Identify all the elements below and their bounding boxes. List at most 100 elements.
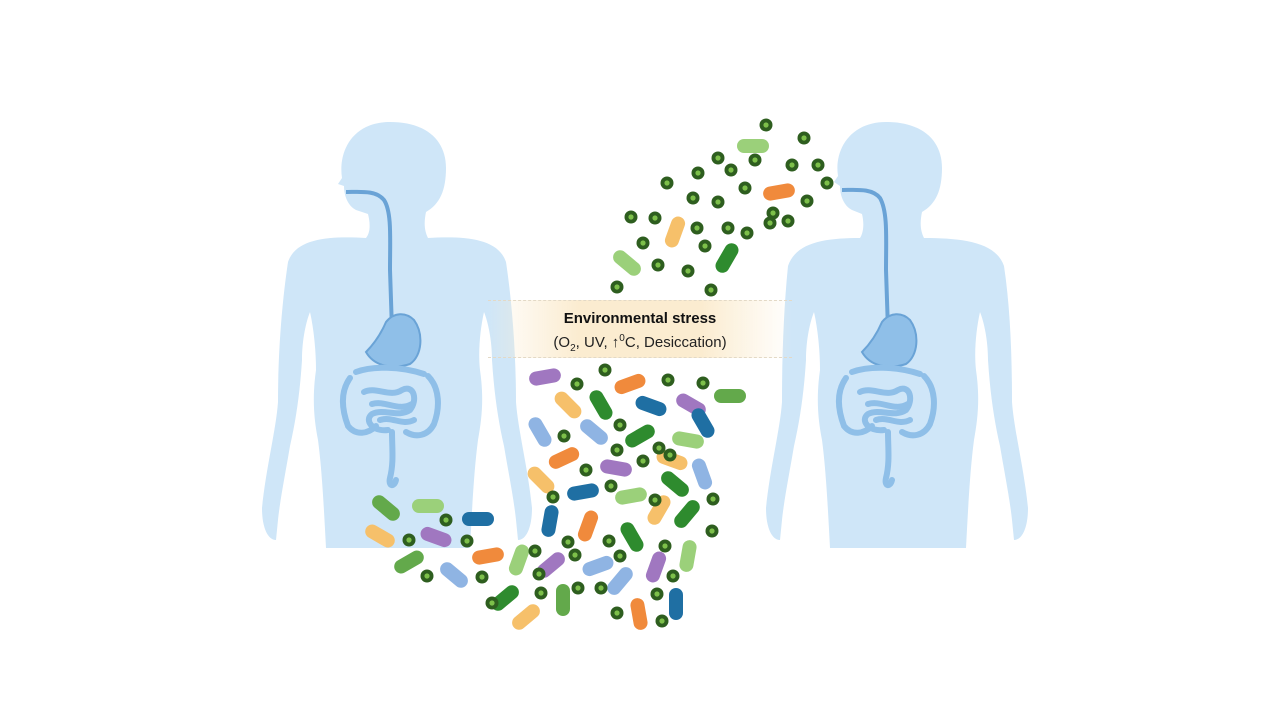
bacterium-rod <box>669 588 683 620</box>
spore <box>800 194 814 208</box>
spore <box>738 181 752 195</box>
spore <box>532 567 546 581</box>
spore <box>636 454 650 468</box>
spore <box>652 441 666 455</box>
bacterium-rod <box>661 471 689 497</box>
spore <box>711 151 725 165</box>
spore <box>711 195 725 209</box>
spore <box>571 581 585 595</box>
spore <box>705 524 719 538</box>
right-human-silhouette <box>766 122 1028 548</box>
spore <box>721 221 735 235</box>
spore <box>650 587 664 601</box>
spore <box>579 463 593 477</box>
factor-o2: O <box>558 334 571 351</box>
spore <box>724 163 738 177</box>
right-esophagus <box>841 187 890 331</box>
bacterium-rod <box>620 522 644 552</box>
spore <box>648 493 662 507</box>
left-human-silhouette <box>262 122 532 548</box>
spore <box>785 158 799 172</box>
spore <box>613 418 627 432</box>
bacterium-rod <box>607 567 633 595</box>
spore <box>706 492 720 506</box>
bacterium-rod <box>567 483 599 501</box>
bacterium-rod <box>512 604 540 630</box>
right-stomach <box>860 313 918 368</box>
spore <box>528 544 542 558</box>
up-arrow-icon: ↑ <box>611 334 620 351</box>
bacterium-rod <box>763 183 795 201</box>
spore <box>691 166 705 180</box>
spore <box>602 534 616 548</box>
spore <box>534 586 548 600</box>
bacterium-rod <box>528 417 552 447</box>
spore <box>594 581 608 595</box>
spore <box>660 176 674 190</box>
environmental-stress-factors: (O2, UV, ↑0C, Desiccation) <box>553 333 727 354</box>
bacterium-rod <box>647 495 671 525</box>
bacterium-rod <box>472 547 504 565</box>
bacterium-rod <box>556 584 570 616</box>
spore <box>655 614 669 628</box>
bacterium-rod <box>614 373 646 395</box>
spore <box>624 210 638 224</box>
spore <box>604 479 618 493</box>
bacterium-rod <box>737 139 769 153</box>
spore <box>698 239 712 253</box>
spore <box>475 570 489 584</box>
bacterium-rod <box>527 466 555 494</box>
bacterium-rod <box>394 550 424 574</box>
spore <box>759 118 773 132</box>
bacterium-rod <box>365 524 395 548</box>
spore <box>485 596 499 610</box>
bacterium-rod <box>615 487 647 505</box>
spore <box>460 534 474 548</box>
spore <box>681 264 695 278</box>
bacterium-rod <box>664 216 686 248</box>
spore <box>690 221 704 235</box>
bacterium-rod <box>462 512 494 526</box>
spore <box>820 176 834 190</box>
environmental-stress-title: Environmental stress <box>563 310 717 327</box>
bacterium-rod <box>613 250 641 276</box>
spore <box>704 283 718 297</box>
bacterium-rod <box>679 540 697 572</box>
spore <box>651 258 665 272</box>
degree-superscript: 0 <box>619 333 625 344</box>
spore <box>686 191 700 205</box>
bacterium-rod <box>548 447 580 469</box>
spore <box>610 280 624 294</box>
spore <box>402 533 416 547</box>
bacterium-rod <box>554 391 582 419</box>
spore <box>568 548 582 562</box>
spore <box>546 490 560 504</box>
spore <box>610 606 624 620</box>
spore <box>610 443 624 457</box>
left-intestines <box>340 364 441 488</box>
microbes-layer <box>365 118 834 630</box>
spore <box>636 236 650 250</box>
spore <box>781 214 795 228</box>
bacterium-rod <box>635 395 667 417</box>
bacterium-rod <box>541 505 559 537</box>
right-intestines <box>836 364 937 488</box>
bacterium-rod <box>630 598 648 630</box>
spore <box>763 216 777 230</box>
left-stomach <box>364 313 422 368</box>
bacterium-rod <box>589 390 613 420</box>
spore <box>740 226 754 240</box>
bacterium-rod <box>440 562 468 588</box>
spore <box>613 549 627 563</box>
bacterium-rod <box>674 500 700 528</box>
spore <box>797 131 811 145</box>
bacterium-rod <box>420 526 452 548</box>
spore <box>748 153 762 167</box>
celsius-unit: C <box>624 334 636 351</box>
bacterium-rod <box>412 499 444 513</box>
bacterium-rod <box>529 368 561 386</box>
spore <box>666 569 680 583</box>
bacterium-rod <box>714 389 746 403</box>
bacterium-rod <box>645 551 667 583</box>
bacterium-rod <box>600 459 632 477</box>
